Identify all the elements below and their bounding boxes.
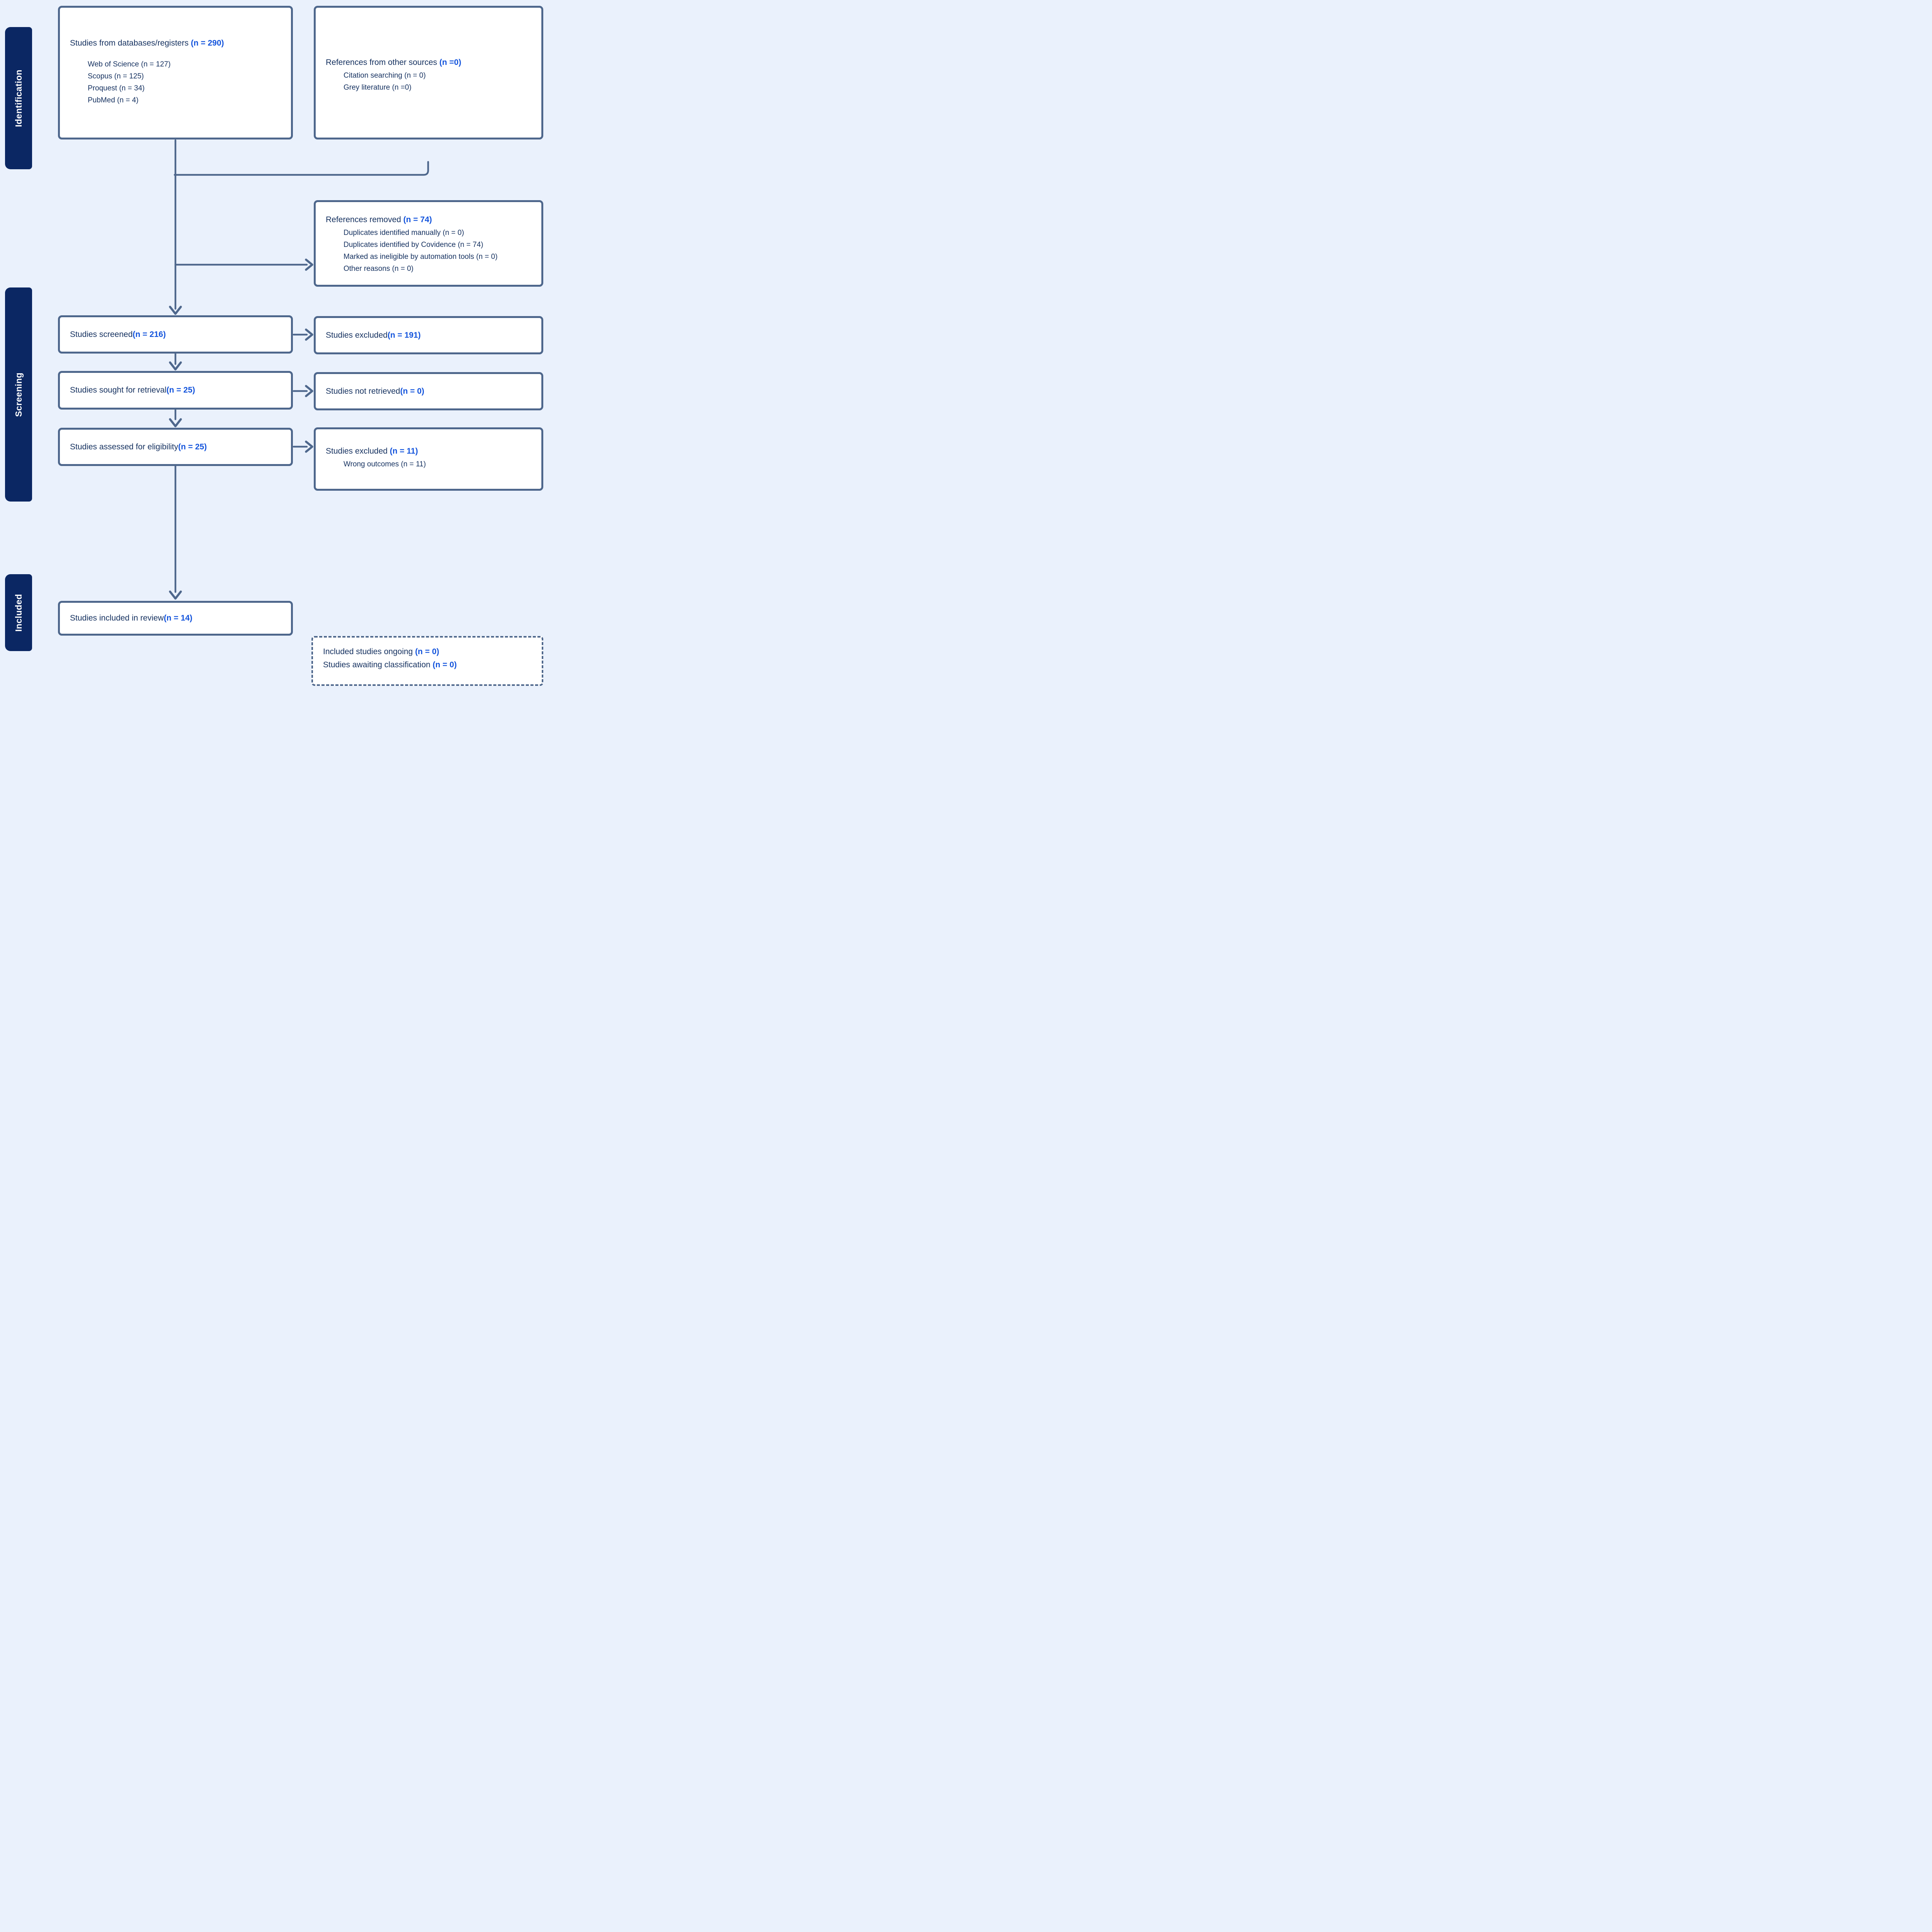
awaiting-classification-line: Studies awaiting classification (n = 0): [323, 660, 457, 669]
box-studies-screened-title: Studies screened (n = 216): [60, 317, 291, 352]
count-excluded-screening: (n = 191): [387, 330, 421, 340]
count-awaiting-classification: (n = 0): [432, 660, 457, 669]
box-studies-sought-retrieval-title: Studies sought for retrieval (n = 25): [60, 373, 291, 408]
list-item: Grey literature (n =0): [344, 83, 412, 92]
stage-label-screening-text: Screening: [13, 372, 24, 417]
list-item: Web of Science (n = 127): [88, 60, 171, 68]
count-references-removed: (n = 74): [403, 215, 432, 224]
box-references-removed-title: References removed (n = 74): [326, 215, 432, 224]
stage-label-included: Included: [5, 574, 32, 651]
arrowhead-down-sought: [169, 361, 182, 371]
count-sought: (n = 25): [166, 386, 195, 395]
box-studies-not-retrieved: Studies not retrieved (n = 0): [314, 372, 543, 410]
databases-breakdown-list: Web of Science (n = 127) Scopus (n = 125…: [88, 58, 286, 106]
arrowhead-down-screened: [169, 306, 182, 315]
count-excluded-eligibility: (n = 11): [389, 447, 418, 456]
list-item: Proquest (n = 34): [88, 84, 145, 92]
list-item: Duplicates identified manually (n = 0): [344, 229, 464, 237]
other-sources-breakdown-list: Citation searching (n = 0) Grey literatu…: [344, 70, 536, 94]
count-other-sources: (n =0): [439, 58, 461, 67]
ongoing-line: Included studies ongoing (n = 0): [323, 647, 439, 656]
box-studies-assessed-eligibility: Studies assessed for eligibility (n = 25…: [58, 428, 293, 466]
box-studies-sought-retrieval: Studies sought for retrieval (n = 25): [58, 371, 293, 410]
stage-label-included-text: Included: [13, 594, 24, 632]
list-item: Scopus (n = 125): [88, 72, 144, 80]
box-studies-excluded-eligibility: Studies excluded (n = 11) Wrong outcomes…: [314, 427, 543, 491]
count-included-review: (n = 14): [163, 614, 192, 622]
count-databases: (n = 290): [190, 39, 224, 48]
count-assessed: (n = 25): [178, 442, 207, 451]
list-item: PubMed (n = 4): [88, 96, 139, 104]
box-studies-included-review: Studies included in review (n = 14): [58, 601, 293, 636]
excluded-eligibility-reasons-list: Wrong outcomes (n = 11): [344, 458, 536, 470]
references-removed-breakdown-list: Duplicates identified manually (n = 0) D…: [344, 227, 536, 275]
arrowhead-down-assessed: [169, 418, 182, 427]
stage-label-identification: Identification: [5, 27, 32, 169]
box-studies-excluded-screening: Studies excluded (n = 191): [314, 316, 543, 354]
list-item: Duplicates identified by Covidence (n = …: [344, 241, 483, 249]
prisma-flow-diagram: Identification Screening Included Studie…: [0, 0, 546, 699]
box-studies-excluded-eligibility-title: Studies excluded (n = 11): [326, 447, 418, 456]
box-studies-not-retrieved-title: Studies not retrieved (n = 0): [316, 374, 541, 408]
box-references-other-sources: References from other sources (n =0) Cit…: [314, 6, 543, 139]
connector-layer: [169, 139, 429, 600]
arrowhead-right-not-retrieved: [305, 385, 313, 397]
box-references-removed: References removed (n = 74) Duplicates i…: [314, 200, 543, 287]
box-studies-from-databases: Studies from databases/registers (n = 29…: [58, 6, 293, 139]
list-item: Citation searching (n = 0): [344, 71, 426, 80]
list-item: Other reasons (n = 0): [344, 265, 414, 273]
box-references-other-sources-title: References from other sources (n =0): [326, 58, 461, 67]
count-ongoing: (n = 0): [415, 647, 439, 656]
count-not-retrieved: (n = 0): [400, 386, 425, 396]
box-studies-screened: Studies screened (n = 216): [58, 315, 293, 354]
arrowhead-right-excluded-screening: [305, 328, 313, 341]
box-studies-from-databases-title: Studies from databases/registers (n = 29…: [70, 39, 224, 48]
box-studies-assessed-eligibility-title: Studies assessed for eligibility (n = 25…: [60, 430, 291, 464]
arrowhead-down-included: [169, 590, 182, 600]
box-studies-included-review-title: Studies included in review (n = 14): [60, 603, 291, 634]
count-screened: (n = 216): [133, 330, 166, 339]
list-item: Marked as ineligible by automation tools…: [344, 253, 498, 261]
box-ongoing-awaiting-classification: Included studies ongoing (n = 0) Studies…: [311, 636, 543, 686]
arrowhead-right-removed: [305, 259, 313, 271]
connector-elbow-other-sources: [173, 161, 429, 176]
stage-label-identification-text: Identification: [13, 69, 24, 127]
stage-label-screening: Screening: [5, 287, 32, 502]
arrowhead-right-excluded-eligibility: [305, 440, 313, 453]
list-item: Wrong outcomes (n = 11): [344, 460, 426, 468]
box-studies-excluded-screening-title: Studies excluded (n = 191): [316, 318, 541, 352]
